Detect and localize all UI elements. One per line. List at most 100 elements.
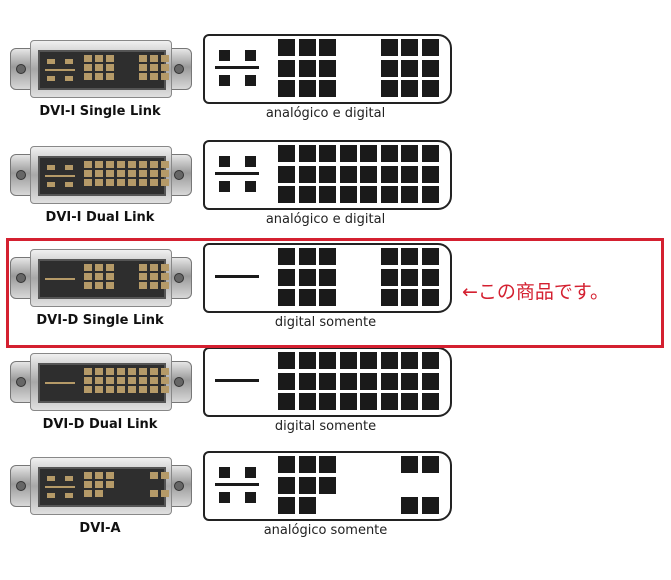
plug-pin	[117, 472, 125, 479]
pin	[422, 477, 439, 494]
analog-pin-group	[215, 154, 261, 194]
signal-type: digital somente	[274, 419, 377, 434]
plug-pin	[106, 273, 114, 280]
pin	[421, 186, 439, 203]
plug-pin	[84, 273, 92, 280]
pin	[380, 268, 398, 286]
plug-pin	[128, 472, 136, 479]
pin	[380, 393, 398, 410]
pin	[380, 372, 398, 390]
pin	[298, 39, 316, 56]
plug-pin	[84, 170, 92, 177]
pin	[421, 352, 439, 369]
pin	[319, 39, 336, 56]
pin	[298, 476, 316, 494]
plug-pin	[161, 273, 169, 280]
plug-pin	[117, 170, 125, 177]
ground-blade	[215, 361, 261, 401]
plug-pin	[95, 490, 103, 497]
pin	[401, 165, 418, 183]
plug-pin	[161, 73, 169, 80]
pin	[380, 352, 398, 369]
plug-pin	[128, 386, 136, 393]
highlight-box	[6, 238, 664, 348]
pin	[319, 352, 336, 369]
plug-pin	[139, 386, 147, 393]
pin	[278, 39, 295, 56]
plug-pin	[139, 264, 147, 271]
pin	[360, 145, 377, 162]
pin	[319, 497, 336, 514]
plug-pin	[117, 368, 125, 375]
signal-type: digital somente	[274, 315, 377, 330]
pin	[339, 165, 357, 183]
plug-pin	[106, 386, 114, 393]
pin	[278, 165, 295, 183]
plug-pin	[106, 377, 114, 384]
pin	[401, 497, 418, 514]
pin	[319, 476, 336, 494]
connector-name: DVI-I Dual Link	[45, 210, 155, 225]
plug-pin	[128, 73, 136, 80]
pin	[360, 186, 377, 203]
pin	[278, 352, 295, 369]
pin	[421, 59, 439, 77]
pin	[339, 393, 357, 410]
pin	[319, 393, 336, 410]
pin	[340, 39, 357, 56]
pin	[421, 80, 439, 97]
pin	[401, 248, 418, 265]
plug-pin	[117, 161, 125, 168]
connector-photo	[10, 457, 192, 515]
pin	[278, 145, 295, 162]
plug-pin	[117, 386, 125, 393]
pin	[278, 80, 295, 97]
plug-pin	[139, 170, 147, 177]
pin	[421, 39, 439, 56]
analog-pins	[45, 474, 75, 500]
pin	[401, 39, 418, 56]
plug-pin	[95, 282, 103, 289]
signal-type: analógico e digital	[265, 212, 386, 227]
pin	[278, 497, 295, 514]
plug-pin	[84, 386, 92, 393]
plug-pin	[139, 282, 147, 289]
pin	[278, 186, 295, 203]
pin	[421, 497, 439, 514]
plug-pin	[117, 490, 125, 497]
pin	[319, 59, 336, 77]
plug-pin	[150, 273, 158, 280]
plug-pin	[95, 161, 103, 168]
connector-name: DVI-A	[79, 521, 121, 536]
pin	[298, 352, 316, 369]
connector-row: DVI-D Dual Link digital somente	[0, 347, 671, 452]
pin	[381, 477, 398, 494]
connector-row: DVI-D Single Link digital somente	[0, 243, 671, 348]
plug-pin	[106, 481, 114, 488]
plug-pin	[95, 481, 103, 488]
pin	[340, 497, 357, 514]
pin	[360, 80, 377, 97]
plug-pin	[150, 282, 158, 289]
plug-pin	[106, 179, 114, 186]
plug-pin	[95, 273, 103, 280]
plug-pin	[150, 179, 158, 186]
plug-pin	[84, 282, 92, 289]
plug-pin	[128, 490, 136, 497]
plug-pin	[95, 73, 103, 80]
signal-type: analógico somente	[263, 523, 388, 538]
plug-pin	[117, 55, 125, 62]
plug-pin	[161, 472, 169, 479]
plug-pin	[150, 472, 158, 479]
plug-pin	[150, 368, 158, 375]
pin	[298, 393, 316, 410]
plug-pin	[161, 264, 169, 271]
pin	[298, 59, 316, 77]
pin	[360, 39, 377, 56]
plug-pin	[84, 73, 92, 80]
plug-pin	[117, 377, 125, 384]
analog-pins	[45, 163, 75, 189]
plug-pin	[161, 368, 169, 375]
pin	[319, 268, 336, 286]
plug-pin	[95, 368, 103, 375]
